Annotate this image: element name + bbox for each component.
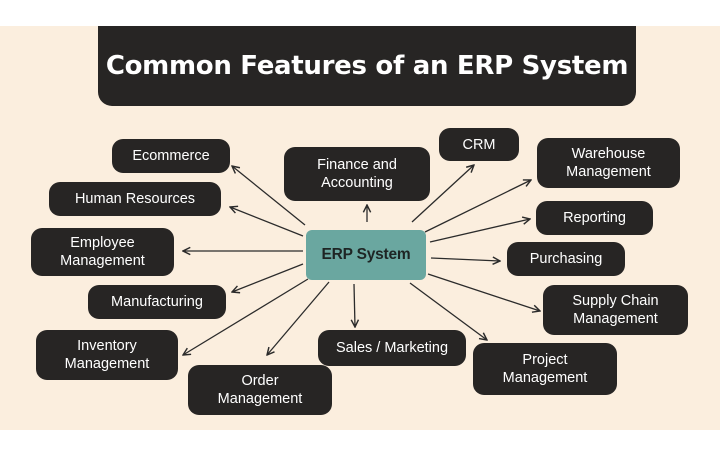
node-label: Manufacturing xyxy=(111,294,203,310)
node-label: Inventory Management xyxy=(64,338,150,372)
node-label: Human Resources xyxy=(74,191,196,207)
arrow-to-order-management xyxy=(267,281,330,355)
node-label: Employee Management xyxy=(60,235,145,269)
node-ecommerce: Ecommerce xyxy=(112,139,230,173)
node-employee-management: Employee Management xyxy=(31,228,174,276)
arrow-to-human-resources xyxy=(230,207,304,237)
node-purchasing: Purchasing xyxy=(507,242,625,276)
node-label: Ecommerce xyxy=(132,148,210,164)
node-warehouse-management: Warehouse Management xyxy=(537,138,680,188)
node-supply-chain-management: Supply Chain Management xyxy=(543,285,688,335)
node-label: Finance and Accounting xyxy=(317,157,397,191)
arrow-to-warehouse-management xyxy=(424,180,531,233)
node-label: Order Management xyxy=(217,373,303,407)
center-node-erp-system: ERP System xyxy=(306,230,426,280)
node-reporting: Reporting xyxy=(536,201,653,235)
arrow-to-sales-marketing xyxy=(354,283,355,327)
arrow-to-manufacturing xyxy=(232,263,304,292)
node-label: Reporting xyxy=(563,210,626,226)
node-label: Warehouse Management xyxy=(566,146,651,180)
node-crm: CRM xyxy=(439,128,519,161)
title-banner: Common Features of an ERP System xyxy=(98,26,636,106)
arrow-to-purchasing xyxy=(430,258,500,261)
node-label: Supply Chain Management xyxy=(572,293,659,327)
node-label: Project Management xyxy=(502,352,588,386)
node-sales-marketing: Sales / Marketing xyxy=(318,330,466,366)
diagram-title: Common Features of an ERP System xyxy=(105,51,629,81)
node-label: Sales / Marketing xyxy=(335,340,449,356)
node-label: Purchasing xyxy=(529,251,603,267)
node-project-management: Project Management xyxy=(473,343,617,395)
arrow-to-supply-chain-management xyxy=(427,273,540,311)
node-finance-accounting: Finance and Accounting xyxy=(284,147,430,201)
arrow-to-project-management xyxy=(409,282,487,340)
node-inventory-management: Inventory Management xyxy=(36,330,178,380)
arrow-to-crm xyxy=(411,165,474,223)
arrow-to-inventory-management xyxy=(183,278,309,355)
node-human-resources: Human Resources xyxy=(49,182,221,216)
node-label: CRM xyxy=(462,136,496,153)
node-manufacturing: Manufacturing xyxy=(88,285,226,319)
arrow-to-reporting xyxy=(429,219,530,243)
center-node-label: ERP System xyxy=(321,246,411,263)
node-order-management: Order Management xyxy=(188,365,332,415)
arrow-to-ecommerce xyxy=(232,166,306,226)
